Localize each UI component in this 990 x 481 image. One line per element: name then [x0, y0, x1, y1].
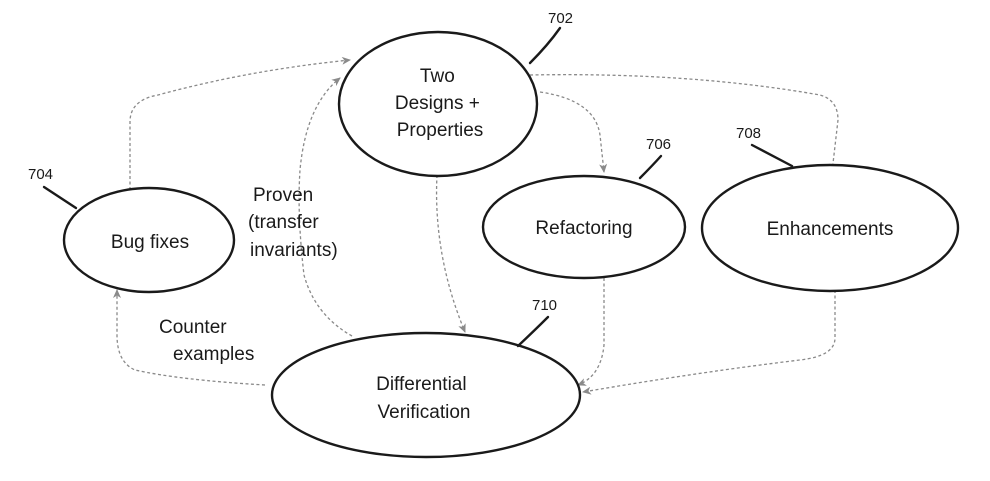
edge-label-counter-examples-line-1: Counter — [159, 317, 227, 338]
edge-twodesigns-to-refactoring — [539, 91, 608, 173]
node-differential-verification-label-line-1: Differential — [376, 374, 466, 395]
ref-710: 710 — [532, 297, 557, 314]
edge-enhancements-to-verification — [582, 290, 836, 395]
edge-proven-to-twodesigns — [298, 77, 353, 337]
node-two-designs-shape — [337, 30, 539, 178]
node-two-designs-label-line-2: Designs + — [395, 93, 480, 114]
svg-text:Differential Verificatio: Differential Verification — [376, 374, 472, 423]
node-differential-verification: Differential Verification 710 — [270, 297, 582, 459]
edges — [113, 56, 839, 395]
node-refactoring-label: Refactoring — [535, 218, 632, 239]
node-bug-fixes-shape — [62, 186, 236, 294]
edge-label-proven-line-3: invariants) — [250, 240, 338, 261]
ref-702: 702 — [548, 10, 573, 27]
edge-bugfixes-to-twodesigns — [129, 56, 351, 190]
node-two-designs: Two Designs + Properties 702 — [337, 10, 573, 178]
ref-704: 704 — [28, 166, 53, 183]
edge-label-counter-examples-line-2: examples — [173, 344, 254, 365]
node-two-designs-label-line-1: Two — [420, 66, 455, 87]
node-refactoring: Refactoring 706 — [481, 136, 687, 280]
ref-710-leader — [516, 315, 550, 348]
node-bug-fixes: Bug fixes 704 — [28, 166, 236, 294]
edge-twodesigns-to-verification — [435, 174, 466, 333]
node-enhancements: Enhancements 708 — [700, 125, 960, 293]
node-bug-fixes-label: Bug fixes — [111, 232, 189, 253]
node-differential-verification-label-line-2: Verification — [378, 402, 471, 423]
ref-702-leader — [528, 26, 562, 65]
edge-label-proven-line-2: (transfer — [248, 212, 319, 233]
node-differential-verification-shape — [270, 331, 582, 459]
ref-706: 706 — [646, 136, 671, 153]
node-refactoring-shape — [481, 174, 687, 280]
ref-704-leader — [42, 185, 78, 210]
node-two-designs-label-line-3: Properties — [397, 120, 484, 141]
edge-refactoring-to-verification — [577, 278, 605, 386]
node-enhancements-shape — [700, 163, 960, 293]
node-enhancements-label: Enhancements — [767, 219, 894, 240]
edge-label-proven-line-1: Proven — [253, 185, 313, 206]
edge-label-counter-examples: Counter examples — [159, 317, 254, 365]
svg-text:Two Designs + Prop: Two Designs + Properties — [395, 66, 485, 141]
ref-706-leader — [638, 154, 663, 180]
ref-708: 708 — [736, 125, 761, 142]
ref-708-leader — [750, 143, 794, 168]
edge-label-proven: Proven (transfer invariants) — [248, 185, 338, 261]
edge-verification-to-bugfixes — [113, 289, 266, 386]
edge-twodesigns-to-enhancements — [529, 74, 839, 173]
